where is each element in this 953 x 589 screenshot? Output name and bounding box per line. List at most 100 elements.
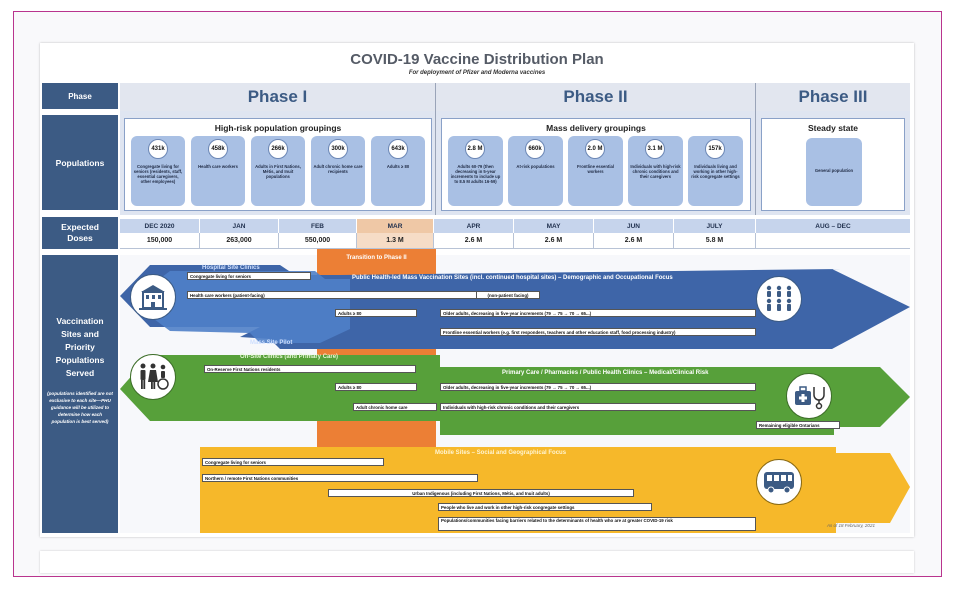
phase-3-population-box: Steady state General population bbox=[761, 118, 905, 211]
population-desc: At-risk populations bbox=[516, 164, 555, 169]
row-label-expected-doses: Expected Doses bbox=[42, 217, 118, 249]
month-cell: JUN bbox=[594, 219, 674, 233]
population-pill: 3.1 M Individuals with high-risk chronic… bbox=[628, 136, 683, 206]
population-pill: 458k Health care workers bbox=[191, 136, 245, 206]
mass-vaccination-title: Public Health-led Mass Vaccination Sites… bbox=[352, 275, 673, 281]
months-row: DEC 2020 JAN FEB MAR APR MAY JUN JULY AU… bbox=[120, 219, 910, 233]
dose-cell: 263,000 bbox=[200, 233, 279, 249]
month-cell: DEC 2020 bbox=[120, 219, 200, 233]
population-count: 431k bbox=[148, 139, 168, 159]
population-count: 157k bbox=[705, 139, 725, 159]
slide: COVID-19 Vaccine Distribution Plan For d… bbox=[40, 43, 914, 537]
medical-bag-icon bbox=[786, 373, 832, 419]
row-label-footnote: (populations identified are not exclusiv… bbox=[47, 391, 113, 424]
green-label-on-reserve: On-Reserve First Nations residents bbox=[204, 365, 416, 373]
population-count: 266k bbox=[268, 139, 288, 159]
phase-3-header: Phase III bbox=[756, 83, 910, 111]
population-desc: Adults in First Nations, Métis, and Inui… bbox=[255, 164, 301, 179]
month-cell: AUG – DEC bbox=[756, 219, 910, 233]
population-count: 643k bbox=[388, 139, 408, 159]
yellow-label-congregate: Congregate living for seniors bbox=[202, 458, 384, 466]
page-subtitle: For deployment of Pfizer and Moderna vac… bbox=[408, 70, 546, 76]
population-desc: Individuals living and working in other … bbox=[691, 164, 740, 179]
blue-label-non-patient: (non-patient facing) bbox=[476, 291, 540, 299]
phase-2-population-box: Mass delivery groupings 2.8 M Adults 60-… bbox=[441, 118, 751, 211]
population-pill: 643k Adults ≥ 80 bbox=[371, 136, 425, 206]
dose-cell: 2.6 M bbox=[514, 233, 594, 249]
population-pill: General population bbox=[806, 138, 862, 206]
doses-row: 150,000 263,000 550,000 1.3 M 2.6 M 2.6 … bbox=[120, 233, 910, 249]
phase-1-population-box: High-risk population groupings 431k Cong… bbox=[124, 118, 432, 211]
row-label-doses: Doses bbox=[67, 233, 93, 243]
dose-cell bbox=[756, 233, 910, 249]
month-cell: FEB bbox=[279, 219, 357, 233]
population-pill: 300k Adult chronic home care recipients bbox=[311, 136, 365, 206]
population-count: 458k bbox=[208, 139, 228, 159]
population-count: 2.8 M bbox=[465, 139, 485, 159]
blue-label-frontline: Frontline essential workers (e.g. first … bbox=[440, 328, 756, 336]
month-cell: MAR bbox=[357, 219, 434, 233]
month-cell: JAN bbox=[200, 219, 279, 233]
population-desc: Frontline essential workers bbox=[577, 164, 614, 174]
population-pill: 266k Adults in First Nations, Métis, and… bbox=[251, 136, 305, 206]
row-label-expected: Expected bbox=[61, 222, 99, 232]
population-pill: 660k At-risk populations bbox=[508, 136, 563, 206]
row-label-vaccination-text: Vaccination Sites and Priority Populatio… bbox=[55, 316, 105, 378]
phase-2-population-title: Mass delivery groupings bbox=[546, 123, 646, 133]
population-desc: Individuals with high-risk chronic condi… bbox=[630, 164, 681, 179]
yellow-label-congregate-settings: People who live and work in other high-r… bbox=[438, 503, 652, 511]
population-desc: Health care workers bbox=[198, 164, 238, 169]
as-of-date: As of 18 February, 2021 bbox=[827, 523, 875, 528]
green-label-remaining: Remaining eligible Ontarians bbox=[756, 421, 840, 429]
population-desc: Adults 60-79 (then decreasing in 5-year … bbox=[450, 164, 501, 184]
blue-label-adults-80: Adults ≥ 80 bbox=[335, 309, 417, 317]
green-label-chronic: Individuals with high-risk chronic condi… bbox=[440, 403, 756, 411]
people-group-icon bbox=[756, 276, 802, 322]
row-label-vaccination-sites: Vaccination Sites and Priority Populatio… bbox=[42, 255, 118, 533]
population-count: 2.0 M bbox=[585, 139, 605, 159]
population-count: 660k bbox=[525, 139, 545, 159]
population-desc: General population bbox=[814, 168, 854, 173]
population-count: 300k bbox=[328, 139, 348, 159]
yellow-label-urban-indigenous: Urban Indigenous (including First Nation… bbox=[328, 489, 634, 497]
mass-site-pilot-label: Mass Site Pilot bbox=[250, 340, 293, 346]
bus-icon bbox=[756, 459, 802, 505]
month-cell: APR bbox=[434, 219, 514, 233]
population-count: 3.1 M bbox=[645, 139, 665, 159]
population-pill: 157k Individuals living and working in o… bbox=[688, 136, 743, 206]
hospital-icon bbox=[130, 274, 176, 320]
green-label-home-care: Adult chronic home care bbox=[353, 403, 437, 411]
population-pill: 2.8 M Adults 60-79 (then decreasing in 5… bbox=[448, 136, 503, 206]
green-label-adults-80: Adults ≥ 80 bbox=[335, 383, 417, 391]
next-slide-edge bbox=[40, 551, 914, 573]
family-icon bbox=[130, 354, 176, 400]
month-cell: JULY bbox=[674, 219, 756, 233]
phase-1-header: Phase I bbox=[120, 83, 436, 111]
dose-cell: 150,000 bbox=[120, 233, 200, 249]
yellow-label-barriers: Populations/communities facing barriers … bbox=[438, 517, 756, 531]
phase-3-population-title: Steady state bbox=[807, 123, 859, 133]
row-label-populations: Populations bbox=[42, 115, 118, 210]
yellow-label-northern: Northern / remote First Nations communit… bbox=[202, 474, 478, 482]
dose-cell: 2.6 M bbox=[594, 233, 674, 249]
dose-cell: 550,000 bbox=[279, 233, 357, 249]
blue-label-older-adults: Older adults, decreasing in five-year in… bbox=[440, 309, 756, 317]
on-site-clinics-label: On-Site Clinics (and Primary Care) bbox=[240, 354, 339, 360]
dose-cell: 2.6 M bbox=[434, 233, 514, 249]
dose-cell: 1.3 M bbox=[357, 233, 434, 249]
population-desc: Adults ≥ 80 bbox=[386, 164, 410, 169]
mobile-sites-title: Mobile Sites – Social and Geographical F… bbox=[435, 450, 567, 456]
green-label-older-adults: Older adults, decreasing in five-year in… bbox=[440, 383, 756, 391]
primary-care-title: Primary Care / Pharmacies / Public Healt… bbox=[502, 370, 709, 376]
dose-cell: 5.8 M bbox=[674, 233, 756, 249]
green-band bbox=[120, 355, 910, 435]
row-label-phase: Phase bbox=[42, 83, 118, 109]
blue-label-congregate: Congregate living for seniors bbox=[187, 272, 311, 280]
page-title: COVID-19 Vaccine Distribution Plan bbox=[350, 51, 604, 68]
population-desc: Adult chronic home care recipients bbox=[313, 164, 363, 174]
phase-1-population-title: High-risk population groupings bbox=[214, 123, 342, 133]
phase-2-header: Phase II bbox=[436, 83, 756, 111]
transition-label: Transition to Phase II bbox=[346, 255, 407, 261]
month-cell: MAY bbox=[514, 219, 594, 233]
population-desc: Congregate living for seniors (residents… bbox=[133, 164, 183, 184]
